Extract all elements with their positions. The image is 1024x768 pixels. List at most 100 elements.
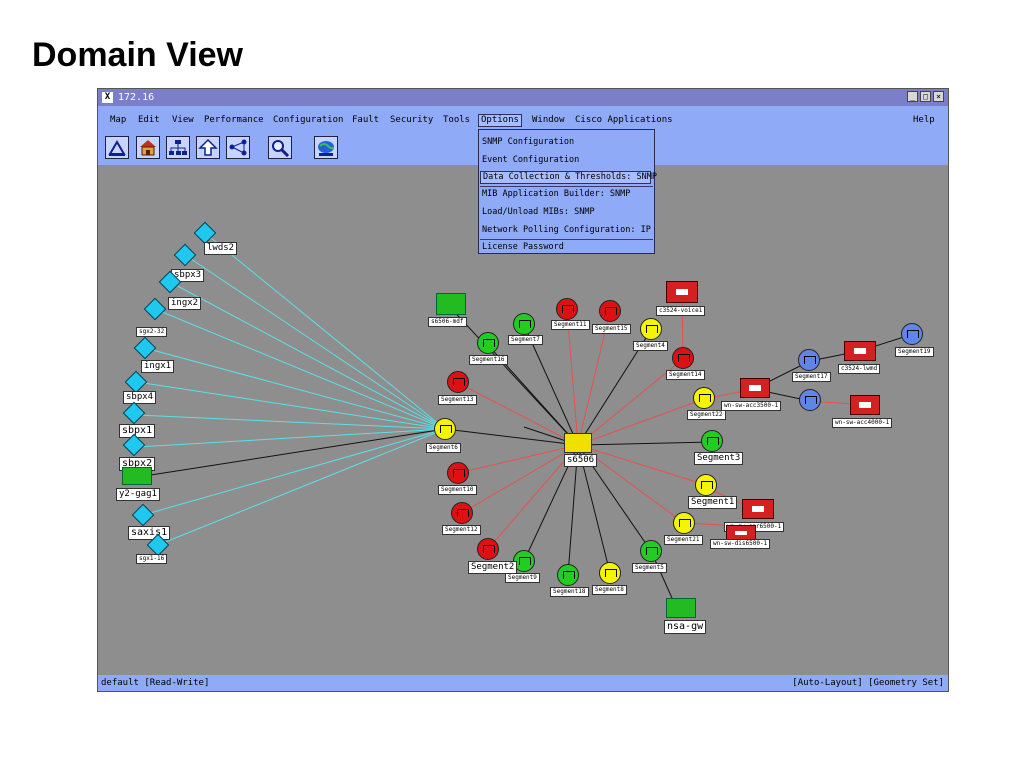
switch-label: s6506-mdf — [428, 317, 467, 327]
world-button[interactable] — [314, 136, 338, 159]
gateway-icon[interactable] — [666, 598, 696, 618]
switch-icon[interactable] — [564, 433, 592, 453]
segment-icon[interactable] — [556, 298, 578, 320]
device-icon[interactable] — [666, 281, 698, 303]
segment-label: Segment6 — [426, 443, 461, 453]
segment-icon[interactable] — [447, 462, 469, 484]
segment-icon[interactable] — [673, 512, 695, 534]
menu-item-data-collection[interactable]: Data Collection & Thresholds: SNMP — [480, 171, 657, 184]
menu-performance[interactable]: Performance — [204, 115, 264, 125]
menu-fault[interactable]: Fault — [352, 115, 380, 125]
segment-label: Segment3 — [694, 452, 744, 465]
segment-icon[interactable] — [693, 387, 715, 409]
close-button[interactable]: × — [933, 91, 944, 102]
menu-item-load-unload-mibs[interactable]: Load/Unload MIBs: SNMP — [482, 207, 595, 217]
device-label: wn-sw-acc3500-1 — [721, 401, 782, 411]
device-icon[interactable] — [844, 341, 876, 361]
segment-label: Segment12 — [442, 525, 481, 535]
switch-icon[interactable] — [436, 293, 466, 315]
menu-window[interactable]: Window — [532, 115, 565, 125]
device-label: wn-sw-dis6500-1 — [710, 539, 771, 549]
segment-label: Segment17 — [792, 372, 831, 382]
switch-icon[interactable] — [122, 467, 152, 485]
segment-icon[interactable] — [477, 332, 499, 354]
home-icon — [140, 140, 156, 156]
menu-edit[interactable]: Edit — [138, 115, 160, 125]
segment-icon[interactable] — [695, 474, 717, 496]
x-window-icon[interactable]: X — [102, 92, 113, 103]
segment-icon[interactable] — [901, 323, 923, 345]
maximize-button[interactable]: □ — [920, 91, 931, 102]
find-button[interactable] — [268, 136, 292, 159]
gateway-label: nsa-gw — [664, 620, 707, 634]
segment-icon[interactable] — [599, 562, 621, 584]
menu-security[interactable]: Security — [390, 115, 434, 125]
minimize-button[interactable]: _ — [907, 91, 918, 102]
router-label: ingx2 — [168, 297, 202, 310]
status-bar: default [Read-Write] [Auto-Layout] [Geom… — [98, 675, 948, 691]
switch-label: y2-gag1 — [116, 488, 160, 501]
status-right-text: [Auto-Layout] [Geometry Set] — [792, 678, 944, 688]
menu-item-event-configuration[interactable]: Event Configuration — [482, 155, 580, 165]
segment-label: Segment13 — [438, 395, 477, 405]
segment-label: Segment4 — [633, 341, 668, 351]
world-icon — [318, 141, 334, 156]
segment-label: Segment10 — [438, 485, 477, 495]
menu-cisco-applications[interactable]: Cisco Applications — [575, 115, 673, 125]
segment-label: Segment7 — [508, 335, 543, 345]
segment-icon[interactable] — [513, 313, 535, 335]
device-icon[interactable] — [742, 499, 774, 519]
segment-label: Segment5 — [632, 563, 667, 573]
title-bar[interactable]: X 172.16 _ □ × — [98, 89, 948, 106]
segment-icon[interactable] — [434, 418, 456, 440]
network-button[interactable] — [226, 136, 250, 159]
segment-label: Segment9 — [505, 573, 540, 583]
segment-icon[interactable] — [701, 430, 723, 452]
device-icon[interactable] — [850, 395, 880, 415]
hierarchy-icon — [169, 140, 187, 155]
home-button[interactable] — [136, 136, 160, 159]
router-label: ingx1 — [141, 360, 175, 373]
segment-icon[interactable] — [599, 300, 621, 322]
menu-view[interactable]: View — [172, 115, 194, 125]
menu-map[interactable]: Map — [110, 115, 127, 125]
device-label: wn-sw-acc4000-1 — [832, 418, 893, 428]
segment-label: Segment11 — [551, 320, 590, 330]
device-icon[interactable] — [740, 378, 770, 398]
segment-icon[interactable] — [798, 349, 820, 371]
close-map-button[interactable] — [105, 136, 129, 159]
menu-separator — [480, 186, 653, 187]
segment-icon[interactable] — [672, 347, 694, 369]
segment-icon[interactable] — [451, 502, 473, 524]
menu-tools[interactable]: Tools — [443, 115, 471, 125]
close-map-icon — [108, 140, 126, 156]
router-label: sbpx4 — [123, 391, 157, 404]
menu-item-mib-application-builder[interactable]: MIB Application Builder: SNMP — [482, 189, 631, 199]
menu-item-license-password[interactable]: License Password — [482, 242, 564, 252]
window-title: 172.16 — [118, 92, 155, 103]
segment-icon[interactable] — [477, 538, 499, 560]
device-label: c3524-voice1 — [656, 306, 706, 316]
up-button[interactable] — [196, 136, 220, 159]
menu-item-network-polling[interactable]: Network Polling Configuration: IP — [482, 225, 651, 235]
segment-icon[interactable] — [640, 540, 662, 562]
segment-icon[interactable] — [447, 371, 469, 393]
magnifier-icon — [272, 140, 290, 157]
network-map-canvas[interactable]: lwds2 sbpx3 ingx2 sgx2-32 ingx1 sbpx4 sb… — [98, 129, 948, 675]
segment-label: Segment8 — [592, 585, 627, 595]
slide-title: Domain View — [32, 36, 243, 74]
segment-icon[interactable] — [557, 564, 579, 586]
menu-configuration[interactable]: Configuration — [273, 115, 344, 125]
router-label: saxis1 — [128, 526, 171, 540]
segment-label: Segment15 — [592, 324, 631, 334]
menu-help[interactable]: Help — [913, 115, 935, 125]
segment-label: Segment22 — [687, 410, 726, 420]
network-icon — [229, 139, 247, 156]
segment-icon[interactable] — [799, 389, 821, 411]
menu-item-snmp-configuration[interactable]: SNMP Configuration — [482, 137, 575, 147]
menu-options[interactable]: Options — [478, 114, 522, 127]
router-label: sgx2-32 — [136, 327, 168, 337]
segment-icon[interactable] — [640, 318, 662, 340]
app-window: X 172.16 _ □ × Map Edit View Performance… — [97, 88, 949, 692]
parent-map-button[interactable] — [166, 136, 190, 159]
